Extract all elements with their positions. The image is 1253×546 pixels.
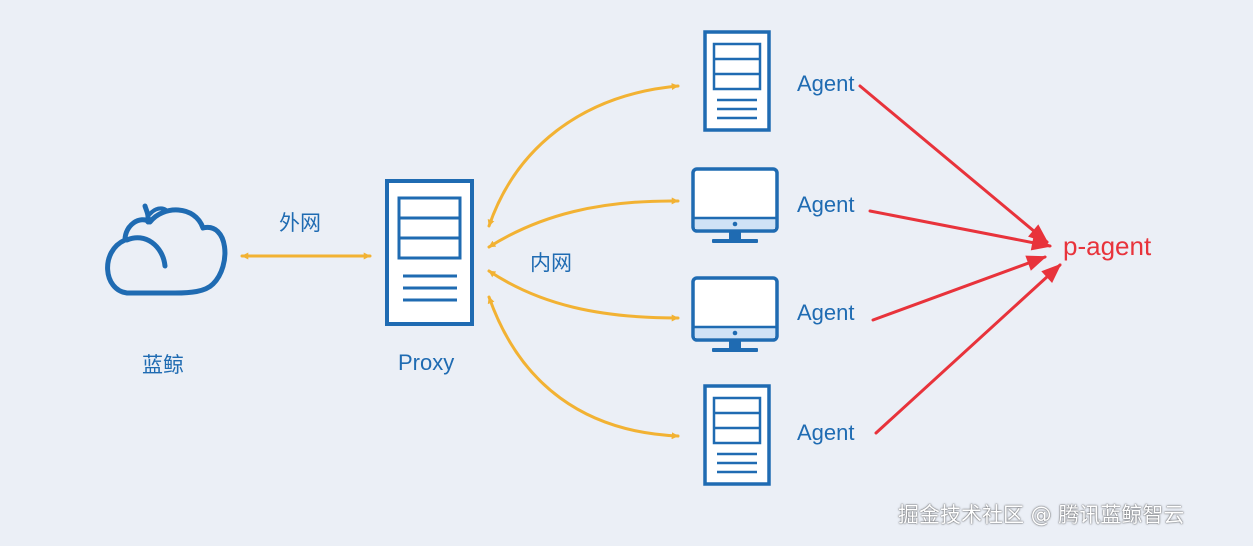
agent-server-icon-1 <box>703 30 771 132</box>
agent-monitor-icon-2 <box>691 167 779 243</box>
p-agent-arrow-2 <box>868 209 1052 251</box>
internal-link-arrow-2 <box>487 197 680 249</box>
agent-label-2: Agent <box>797 192 855 217</box>
cloud-icon <box>105 203 228 296</box>
p-agent-arrow-1 <box>858 84 1049 244</box>
internal-network-label: 内网 <box>530 251 572 275</box>
internal-link-arrow-1 <box>487 83 680 228</box>
p-agent-arrow-4 <box>874 263 1062 435</box>
internal-link-arrow-3 <box>487 269 680 322</box>
agent-label-1: Agent <box>797 71 855 96</box>
cloud-label: 蓝鲸 <box>142 353 184 377</box>
internal-link-arrow-4 <box>487 295 680 440</box>
proxy-server-icon <box>385 179 474 326</box>
watermark-text: 掘金技术社区 @ 腾讯蓝鲸智云 <box>898 503 1185 527</box>
agent-label-3: Agent <box>797 300 855 325</box>
p-agent-arrow-3 <box>871 255 1047 322</box>
agent-label-4: Agent <box>797 420 855 445</box>
proxy-label: Proxy <box>398 350 455 375</box>
agent-server-icon-4 <box>703 384 771 486</box>
agent-monitor-icon-3 <box>691 276 779 352</box>
p-agent-label: p-agent <box>1063 231 1152 261</box>
external-network-label: 外网 <box>279 211 321 235</box>
